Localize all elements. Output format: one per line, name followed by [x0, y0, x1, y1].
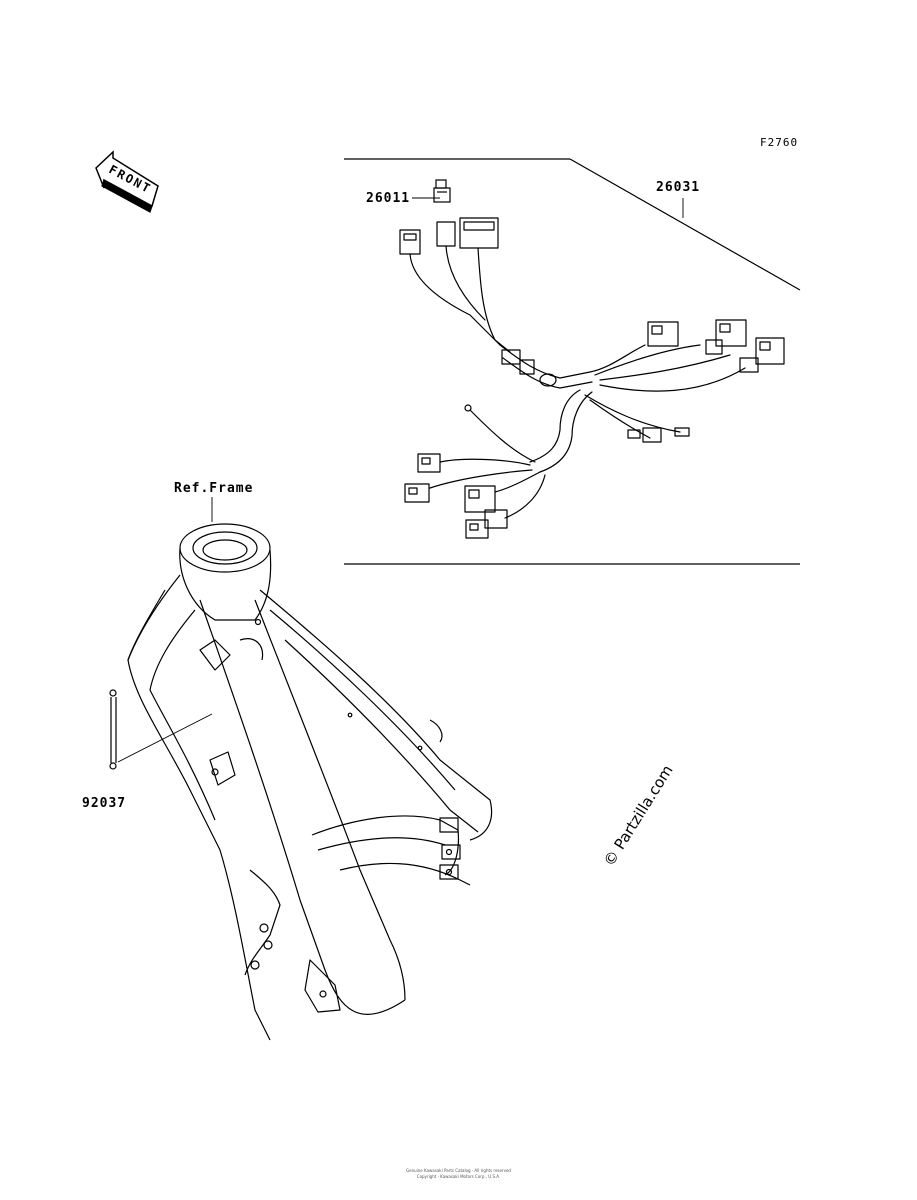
part-number-26011: 26011: [366, 191, 411, 206]
footer-line-1: Genuine Kawasaki Parts Catalog · All rig…: [406, 1168, 511, 1173]
part-number-26031: 26031: [656, 180, 701, 195]
part-number-92037: 92037: [82, 796, 127, 811]
figure-code: F2760: [760, 136, 799, 149]
footer-line-2: Copyright · Kawasaki Motors Corp., U.S.A…: [416, 1174, 501, 1179]
front-arrow-icon: [95, 150, 159, 213]
wiring-harness-26031: [399, 217, 785, 539]
connector-26011: [433, 179, 451, 203]
motorcycle-frame: [127, 523, 493, 1041]
leader-lines: [117, 197, 684, 763]
band-92037: [109, 689, 117, 770]
ref-frame-label: Ref.Frame: [174, 481, 254, 496]
harness-frame-lines: [344, 158, 801, 565]
